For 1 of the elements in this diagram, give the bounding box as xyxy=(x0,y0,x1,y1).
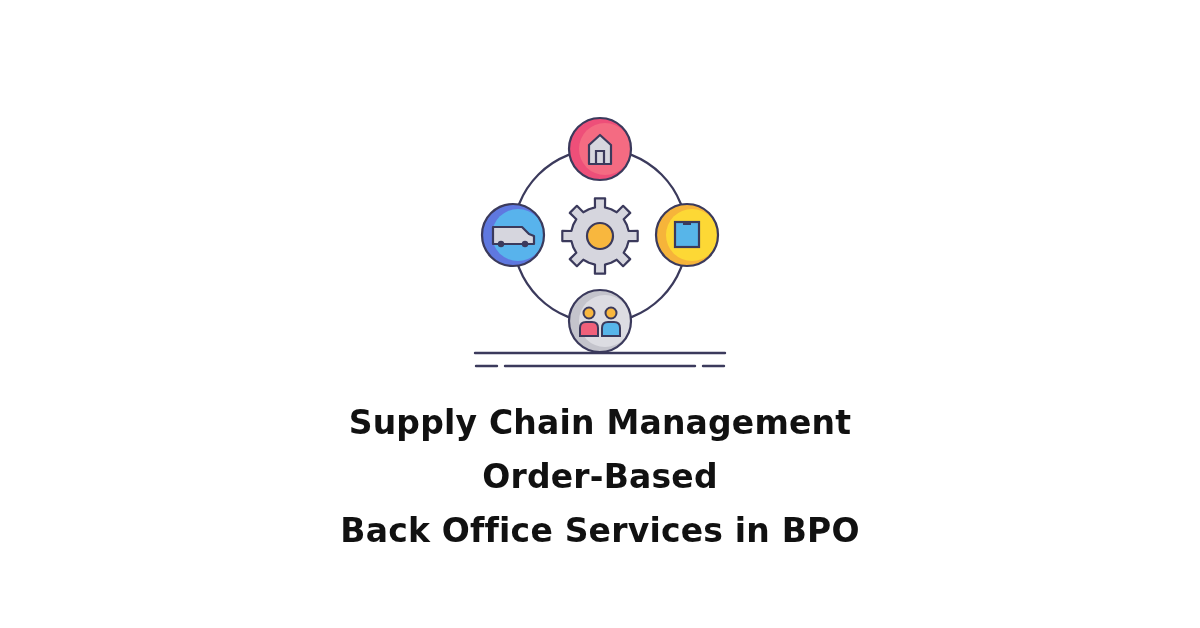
title: Supply Chain Management Order-Based Back Office Services in BPO xyxy=(339,402,861,552)
